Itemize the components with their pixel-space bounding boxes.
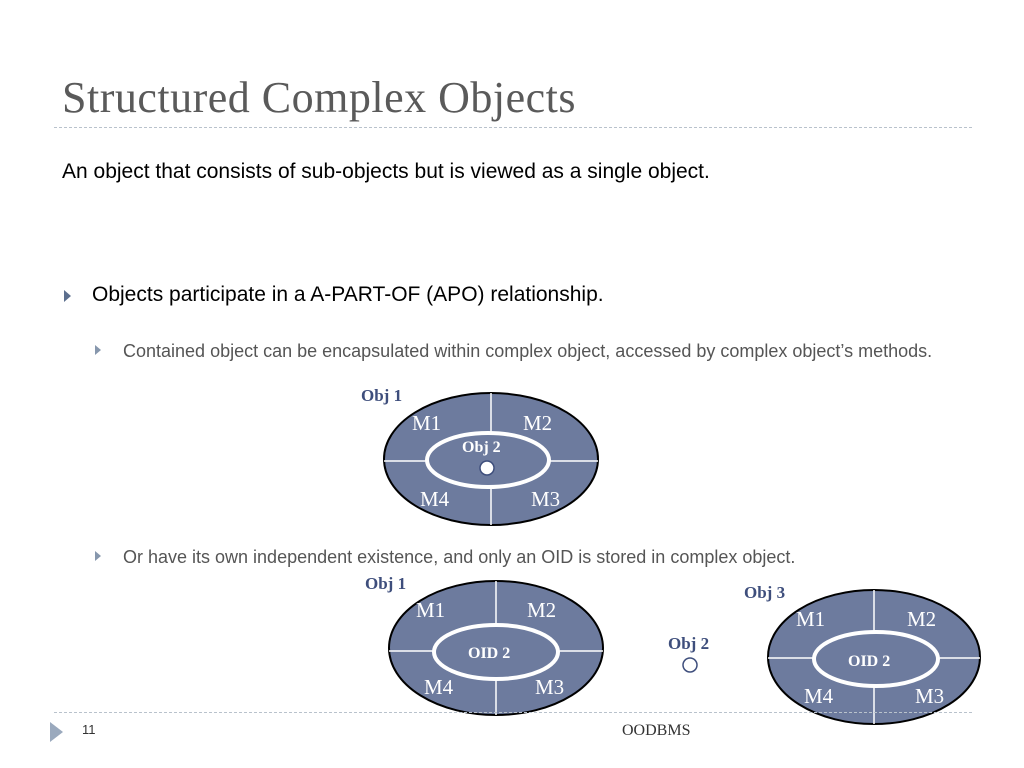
method-m4: M4 (420, 487, 450, 511)
footer-divider (54, 712, 972, 713)
oid2-label: OID 2 (468, 645, 510, 662)
obj2-label: Obj 2 (668, 634, 709, 653)
diagram-oid-obj1: Obj 1 OID 2 M1 M2 M4 M3 (365, 574, 604, 716)
method-m3: M3 (531, 487, 560, 511)
obj2-label: Obj 2 (462, 439, 501, 456)
diagram-encapsulated: Obj 1 Obj 2 M1 M2 M4 M3 (361, 386, 599, 526)
method-m4: M4 (804, 684, 834, 708)
method-m2: M2 (527, 598, 556, 622)
method-m2: M2 (523, 411, 552, 435)
bullet-arrow-icon (95, 551, 101, 561)
method-m1: M1 (796, 607, 825, 631)
bullet-encapsulated: Contained object can be encapsulated wit… (123, 341, 933, 361)
method-m1: M1 (412, 411, 441, 435)
method-m3: M3 (535, 675, 564, 699)
obj2-circle-icon (682, 657, 698, 673)
subtitle: An object that consists of sub-objects b… (62, 160, 710, 183)
obj1-label: Obj 1 (365, 574, 406, 593)
bullet-independent: Or have its own independent existence, a… (123, 547, 796, 567)
method-m4: M4 (424, 675, 454, 699)
standalone-obj2: Obj 2 (668, 634, 709, 673)
obj3-label: Obj 3 (744, 583, 785, 602)
oid2-inner-ellipse (812, 630, 940, 688)
diagram-oid-obj3: Obj 3 OID 2 M1 M2 M4 M3 (744, 583, 981, 725)
bullet-arrow-icon (95, 345, 101, 355)
bullet-apo: Objects participate in a A-PART-OF (APO)… (92, 283, 604, 306)
method-m1: M1 (416, 598, 445, 622)
slide-title: Structured Complex Objects (62, 73, 577, 122)
obj2-circle-icon (479, 460, 495, 476)
obj1-label: Obj 1 (361, 386, 402, 405)
page-number: 11 (82, 722, 96, 737)
footer-title: OODBMS (622, 722, 691, 739)
title-divider (54, 127, 972, 128)
method-m2: M2 (907, 607, 936, 631)
footer-arrow-icon (50, 722, 63, 742)
obj2-inner-ellipse (425, 431, 551, 489)
oid2-label: OID 2 (848, 653, 890, 670)
oid2-inner-ellipse (432, 623, 560, 681)
bullet-arrow-icon (64, 290, 71, 302)
method-m3: M3 (915, 684, 944, 708)
